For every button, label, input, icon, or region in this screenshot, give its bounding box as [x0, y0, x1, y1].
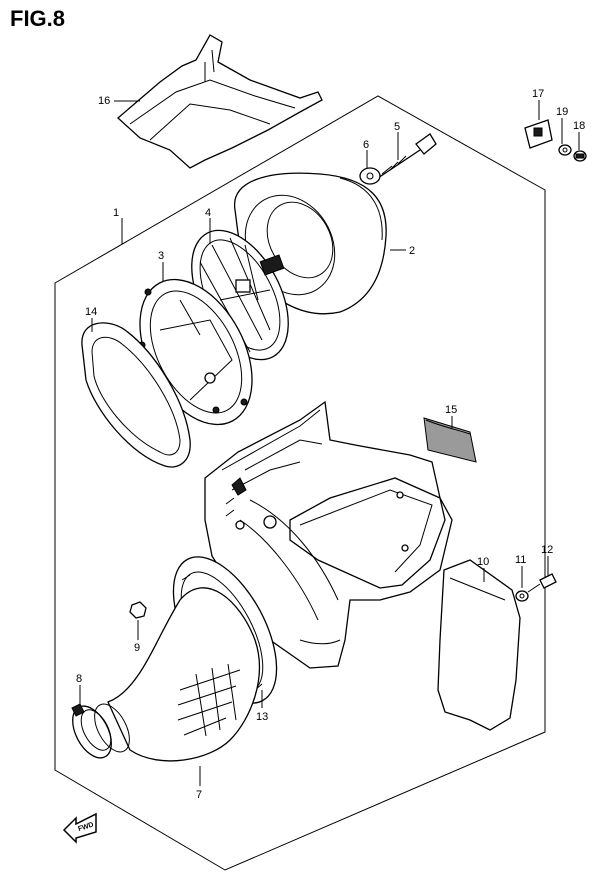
callout-labels: 16 1 2 3 4 5 6 7 8 9 10 11 12 13 14 15 1…: [76, 88, 585, 801]
callout-6: 6: [363, 139, 369, 151]
callout-8: 8: [76, 673, 82, 685]
callout-16: 16: [98, 95, 110, 107]
callout-3: 3: [158, 250, 164, 262]
part-5-wing-bolt: [377, 133, 437, 179]
part-8-clamp: [71, 703, 130, 759]
callout-10: 10: [477, 556, 489, 568]
fwd-arrow-icon: FWD: [62, 812, 97, 844]
callout-7: 7: [196, 789, 202, 801]
assembly-outline: [54, 95, 546, 871]
part-14-gasket: [81, 322, 191, 468]
callout-19: 19: [556, 106, 568, 118]
fwd-label: FWD: [77, 821, 94, 833]
part-10-mud-flap: [437, 559, 521, 731]
air-box-body: [204, 400, 453, 669]
part-17-clip-nut: [524, 119, 553, 149]
callout-15: 15: [445, 404, 457, 416]
callout-18: 18: [573, 120, 585, 132]
callout-13: 13: [256, 711, 268, 723]
part-7-inlet-duct: [107, 587, 260, 762]
callout-11: 11: [515, 554, 526, 566]
callout-9: 9: [134, 642, 140, 654]
callout-4: 4: [205, 207, 211, 219]
part-16-cover: [117, 34, 323, 169]
part-11-washer: [515, 590, 529, 602]
callout-14: 14: [85, 306, 97, 318]
callout-2: 2: [409, 245, 415, 257]
part-19-washer: [558, 144, 572, 156]
callout-5: 5: [394, 121, 400, 133]
leader-lines: [79, 100, 580, 786]
part-15-sticker: [423, 417, 477, 463]
part-9-nut: [129, 601, 147, 619]
part-18-screw: [573, 150, 587, 162]
callout-17: 17: [532, 88, 544, 100]
part-12-bolt: [527, 573, 557, 593]
callout-12: 12: [541, 544, 553, 556]
figure-title: FIG.8: [10, 6, 66, 31]
callout-1: 1: [113, 207, 119, 219]
part-6-washer: [359, 167, 381, 185]
